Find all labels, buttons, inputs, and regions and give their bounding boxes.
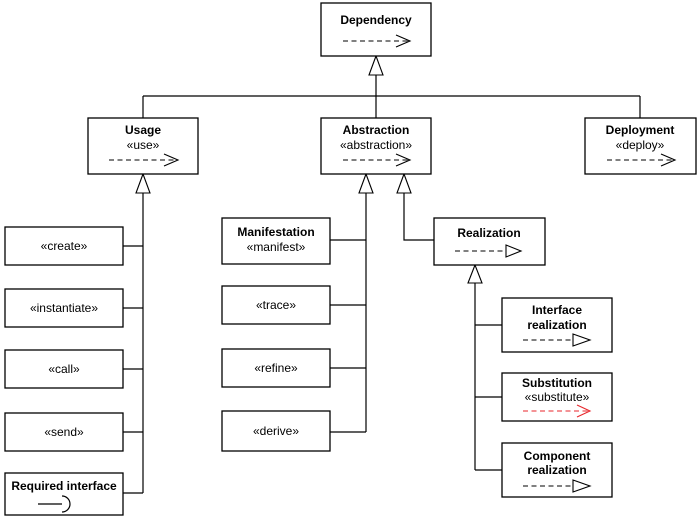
usage-box: Usage «use» bbox=[87, 117, 199, 175]
usage-stereotype: «use» bbox=[127, 138, 160, 152]
create-box: «create» bbox=[4, 226, 124, 266]
required-interface-title: Required interface bbox=[11, 479, 117, 493]
trace-label: «trace» bbox=[256, 298, 296, 312]
dependency-box: Dependency bbox=[320, 2, 432, 57]
realization-generalization-triangle bbox=[467, 263, 483, 284]
abstraction-realization-triangle bbox=[396, 172, 412, 194]
call-box: «call» bbox=[4, 349, 124, 389]
abstraction-stereotype: «abstraction» bbox=[340, 138, 412, 152]
interface-realization-box: Interface realization bbox=[501, 297, 613, 353]
connectors bbox=[123, 75, 641, 494]
component-realization-hollow-arrowhead bbox=[572, 479, 592, 493]
realization-box: Realization bbox=[433, 217, 546, 266]
create-label: «create» bbox=[41, 239, 88, 253]
dependency-generalization-triangle bbox=[368, 54, 384, 76]
call-label: «call» bbox=[48, 362, 80, 376]
deployment-box: Deployment «deploy» bbox=[584, 117, 697, 175]
generalization-arrows bbox=[135, 54, 483, 284]
component-realization-title-line2: realization bbox=[527, 463, 586, 477]
instantiate-box: «instantiate» bbox=[4, 288, 124, 328]
manifestation-stereotype: «manifest» bbox=[247, 240, 306, 254]
refine-label: «refine» bbox=[254, 361, 298, 375]
required-interface-box: Required interface bbox=[4, 472, 124, 516]
interface-realization-title-line2: realization bbox=[527, 318, 586, 332]
realization-title: Realization bbox=[457, 226, 520, 240]
abstraction-box: Abstraction «abstraction» bbox=[320, 117, 432, 175]
dependency-open-arrowhead bbox=[395, 34, 412, 48]
manifestation-title: Manifestation bbox=[237, 225, 314, 239]
substitution-stereotype: «substitute» bbox=[525, 390, 590, 404]
abstraction-generalization-triangle bbox=[358, 172, 374, 194]
realization-connector-line bbox=[403, 193, 434, 241]
derive-label: «derive» bbox=[253, 424, 299, 438]
deployment-open-arrowhead bbox=[660, 153, 677, 167]
send-label: «send» bbox=[44, 425, 84, 439]
trace-box: «trace» bbox=[221, 285, 331, 325]
send-box: «send» bbox=[4, 412, 124, 452]
substitution-red-open-arrowhead bbox=[576, 404, 592, 418]
abstraction-title: Abstraction bbox=[343, 123, 410, 137]
interface-realization-title-line1: Interface bbox=[532, 303, 582, 317]
substitution-title: Substitution bbox=[522, 376, 592, 390]
dependency-title: Dependency bbox=[340, 13, 412, 27]
manifestation-box: Manifestation «manifest» bbox=[221, 217, 331, 265]
usage-generalization-triangle bbox=[135, 172, 151, 194]
realization-hollow-arrowhead bbox=[505, 244, 523, 258]
refine-box: «refine» bbox=[221, 348, 331, 388]
deployment-stereotype: «deploy» bbox=[616, 138, 665, 152]
interface-realization-hollow-arrowhead bbox=[572, 333, 592, 347]
instantiate-label: «instantiate» bbox=[30, 301, 98, 315]
required-interface-socket-icon bbox=[61, 495, 71, 513]
usage-title: Usage bbox=[125, 123, 161, 137]
component-realization-box: Component realization bbox=[501, 442, 613, 498]
derive-box: «derive» bbox=[221, 410, 331, 452]
substitution-box: Substitution «substitute» bbox=[501, 372, 613, 422]
abstraction-open-arrowhead bbox=[395, 153, 412, 167]
usage-open-arrowhead bbox=[163, 153, 180, 167]
component-realization-title-line1: Component bbox=[524, 449, 591, 463]
deployment-title: Deployment bbox=[606, 123, 675, 137]
